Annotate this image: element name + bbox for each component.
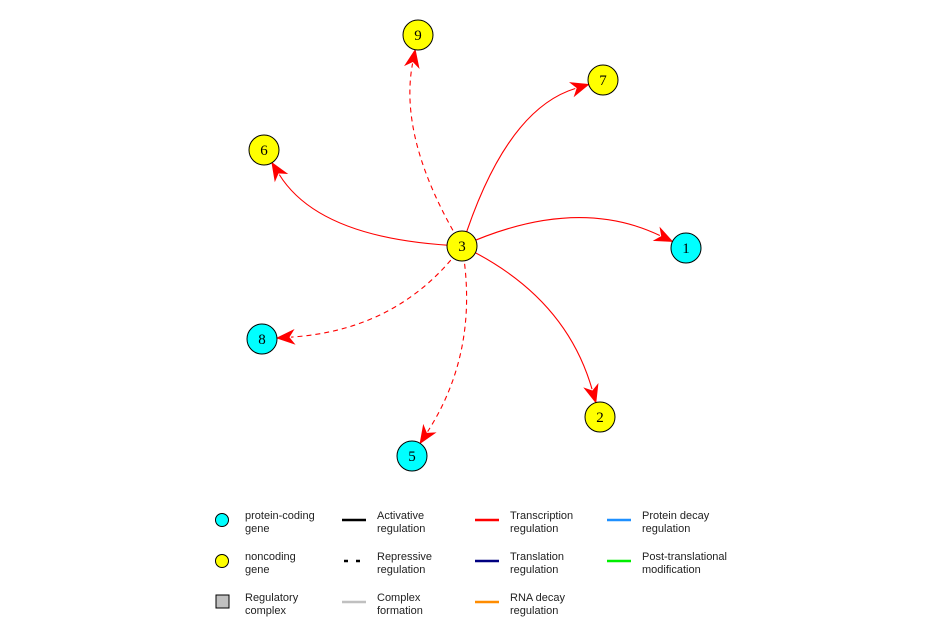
legend-label: Activative (377, 510, 424, 522)
node-3[interactable]: 3 (446, 230, 478, 262)
legend-label: Translation (510, 551, 564, 563)
edges-layer (271, 48, 674, 445)
edge-line (427, 245, 468, 432)
edge-3-to-9 (404, 48, 463, 247)
arrow-head-icon (569, 82, 590, 98)
square-icon (215, 594, 230, 609)
edge-3-to-8 (275, 245, 463, 345)
edge-3-to-5 (419, 245, 468, 445)
node-6[interactable]: 6 (248, 134, 280, 166)
node-label: 1 (682, 241, 690, 257)
node-9[interactable]: 9 (402, 19, 434, 51)
legend: protein-codinggenenoncodinggeneRegulator… (215, 510, 727, 617)
node-circle (446, 230, 478, 262)
legend-label: noncoding (245, 551, 296, 563)
node-2[interactable]: 2 (584, 401, 616, 433)
node-1[interactable]: 1 (670, 232, 702, 264)
node-label: 3 (458, 239, 466, 255)
node-label: 5 (408, 449, 416, 465)
node-label: 6 (260, 143, 268, 159)
node-label: 2 (596, 410, 604, 426)
node-label: 8 (258, 332, 266, 348)
nodes-layer: 3 1 2 5 6 7 8 9 (246, 19, 702, 472)
node-circle (584, 401, 616, 433)
legend-label: gene (245, 564, 269, 576)
node-7[interactable]: 7 (587, 64, 619, 96)
edge-3-to-6 (271, 161, 463, 247)
legend-label: Transcription (510, 510, 573, 522)
edge-line (290, 245, 463, 338)
legend-label: regulation (377, 523, 425, 535)
edge-3-to-1 (461, 217, 674, 247)
edge-line (461, 87, 576, 247)
edge-line (278, 174, 463, 247)
node-circle (402, 19, 434, 51)
edge-3-to-2 (461, 245, 599, 404)
legend-label: formation (377, 605, 423, 617)
legend-label: regulation (510, 564, 558, 576)
legend-label: regulation (377, 564, 425, 576)
legend-label: protein-coding (245, 510, 315, 522)
node-circle (396, 440, 428, 472)
legend-label: modification (642, 564, 701, 576)
arrow-head-icon (275, 328, 296, 345)
legend-label: Repressive (377, 551, 432, 563)
arrow-head-icon (271, 161, 289, 183)
legend-label: complex (245, 605, 286, 617)
arrow-head-icon (583, 382, 599, 404)
node-label: 9 (414, 28, 422, 44)
edge-line (461, 217, 661, 247)
legend-label: Complex (377, 592, 421, 604)
node-8[interactable]: 8 (246, 323, 278, 355)
node-circle (248, 134, 280, 166)
legend-label: regulation (510, 605, 558, 617)
circle-icon (215, 513, 229, 527)
legend-label: RNA decay (510, 592, 566, 604)
legend-label: regulation (642, 523, 690, 535)
node-label: 7 (599, 73, 607, 89)
legend-label: regulation (510, 523, 558, 535)
arrow-head-icon (652, 226, 674, 242)
node-circle (246, 323, 278, 355)
legend-label: Post-translational (642, 551, 727, 563)
circle-icon (215, 554, 229, 568)
node-5[interactable]: 5 (396, 440, 428, 472)
node-circle (587, 64, 619, 96)
arrow-head-icon (404, 48, 420, 70)
node-circle (670, 232, 702, 264)
legend-label: Protein decay (642, 510, 710, 522)
legend-label: gene (245, 523, 269, 535)
edge-line (461, 245, 593, 390)
arrow-head-icon (419, 423, 437, 445)
legend-label: Regulatory (245, 592, 299, 604)
edge-3-to-7 (461, 82, 590, 247)
edge-line (409, 63, 463, 247)
